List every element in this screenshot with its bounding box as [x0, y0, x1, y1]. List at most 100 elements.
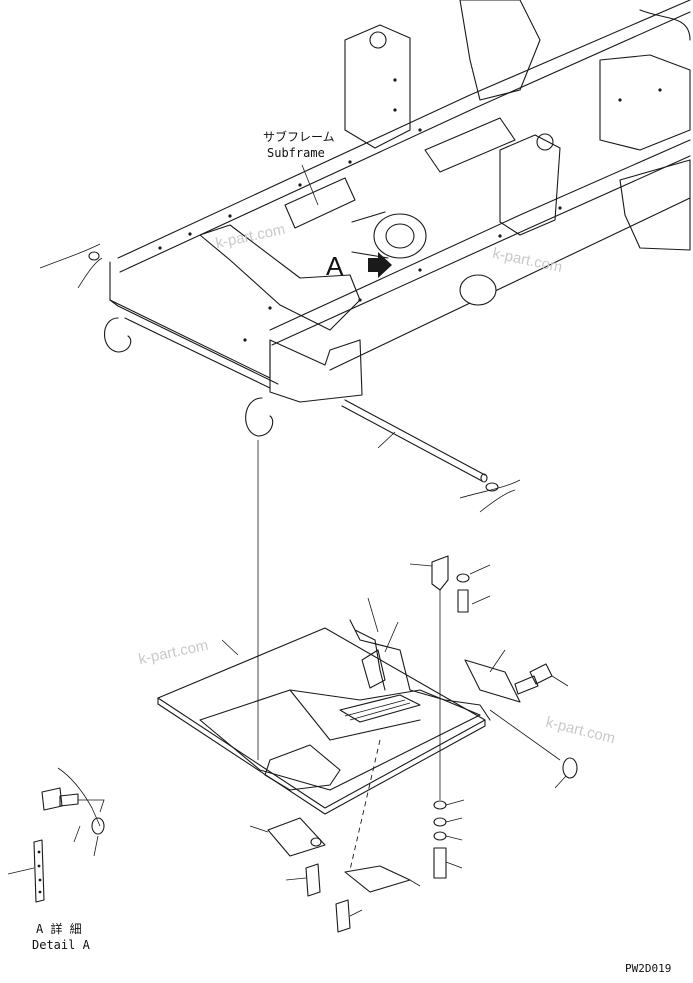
side-rail-inner	[354, 629, 386, 691]
rod-guide	[489, 709, 561, 761]
detail-bolt-shank	[59, 793, 79, 807]
rail-left-bottom	[119, 11, 691, 273]
subframe-assembly	[104, 0, 691, 437]
cover-plate-edge	[157, 697, 486, 815]
small-clip	[361, 649, 386, 689]
rear-leg	[619, 159, 691, 251]
bracket-washer	[456, 573, 470, 583]
bracket-bolt-leader	[471, 595, 491, 605]
bracket-leader	[409, 563, 433, 567]
detail-link	[78, 799, 105, 813]
detail-strap	[33, 839, 45, 903]
rear-curve	[639, 9, 691, 41]
side-strip	[464, 659, 521, 703]
lower-plate-right-leader	[409, 879, 421, 887]
bracket-bolt	[457, 589, 469, 613]
crossmember-upper	[284, 177, 356, 229]
lower-bolt-left	[305, 863, 321, 897]
hardware-stack	[433, 799, 465, 879]
lower-plates	[249, 817, 421, 933]
bracket-body	[431, 555, 449, 591]
detail-strap-leader	[7, 867, 35, 875]
rail-lower	[329, 197, 691, 371]
plate-leader	[221, 639, 239, 656]
cover-bracket	[264, 744, 341, 791]
cover-slot	[339, 694, 421, 723]
rod-top-edge	[344, 399, 486, 476]
bracket-washer-leader	[469, 564, 491, 575]
rear-post	[344, 24, 411, 149]
rail-leader	[367, 597, 379, 633]
hanger-bracket	[409, 555, 491, 613]
dashed-guide	[349, 739, 381, 871]
right-hub	[459, 274, 497, 306]
crossmember-mid	[424, 117, 516, 173]
detail-a-label-en: Detail A	[32, 938, 90, 952]
lower-bolt-right	[335, 899, 351, 933]
front-crossmember-lower	[109, 299, 279, 385]
front-side-plate	[269, 339, 363, 403]
mid-post-hole	[536, 133, 554, 151]
clip-leader	[384, 621, 399, 653]
strip-leader	[489, 649, 506, 673]
lower-plate-left	[267, 817, 326, 857]
lower-plate-left-leader	[249, 825, 269, 833]
lower-washer	[310, 837, 322, 847]
cover-inner-panel	[199, 689, 481, 791]
detail-nut	[91, 817, 105, 835]
rod-washer-leaders	[459, 479, 521, 513]
frame-bolts	[158, 78, 662, 342]
cover-slot-lines	[344, 699, 411, 721]
lower-bolt-right-leader	[349, 909, 363, 917]
rod-washer	[485, 482, 499, 492]
under-cover-assembly	[157, 597, 521, 815]
detail-small-leader	[73, 825, 81, 843]
washer-left-leaders	[39, 243, 103, 289]
ring-washer-leader	[554, 775, 567, 789]
rail-right-top	[269, 139, 691, 331]
washer-low-leader	[445, 835, 463, 841]
cover-fold	[289, 689, 421, 741]
drawing-code: PW2D019	[625, 962, 672, 975]
post-hole	[369, 31, 387, 49]
subframe-label-jp: サブフレーム	[263, 130, 335, 144]
view-a-arrow-icon	[368, 252, 392, 278]
mid-post	[499, 134, 561, 236]
detail-nut-leader	[93, 835, 99, 857]
rail-left-top	[117, 0, 691, 259]
bolt-vertical-leader	[445, 861, 463, 869]
washer-low	[433, 831, 447, 841]
front-crossmember	[109, 261, 271, 379]
side-bolt-leader	[551, 675, 569, 687]
tie-rod	[341, 399, 521, 513]
tow-hook-right	[245, 397, 274, 437]
detail-a-label-jp: A 詳 細	[36, 922, 82, 936]
front-beam	[124, 317, 271, 389]
rear-frame-upper	[459, 0, 541, 101]
side-bolt-head	[529, 663, 553, 685]
detail-curve	[57, 767, 101, 827]
rod-leader	[377, 431, 396, 449]
rod-bottom-edge	[341, 405, 483, 482]
lower-plate-right	[344, 865, 411, 893]
ring-washer	[562, 757, 578, 779]
subframe-label-en: Subframe	[267, 146, 325, 160]
rail-right-bottom	[271, 155, 691, 346]
rod-end	[480, 473, 488, 483]
washer-left	[88, 251, 100, 261]
side-bolt	[489, 663, 578, 789]
nut-upper	[433, 800, 447, 810]
tow-hook-left	[104, 317, 132, 353]
drum-core	[385, 223, 415, 249]
subframe-leader	[301, 164, 319, 206]
washer-mid	[433, 817, 447, 827]
rear-frame-box	[599, 54, 691, 151]
view-a-label: A	[326, 251, 344, 281]
bolt-vertical	[433, 847, 447, 879]
detail-a	[7, 767, 105, 903]
washer-mid-leader	[445, 817, 463, 823]
side-bolt-shank	[514, 675, 539, 695]
nut-upper-leader	[445, 799, 465, 806]
